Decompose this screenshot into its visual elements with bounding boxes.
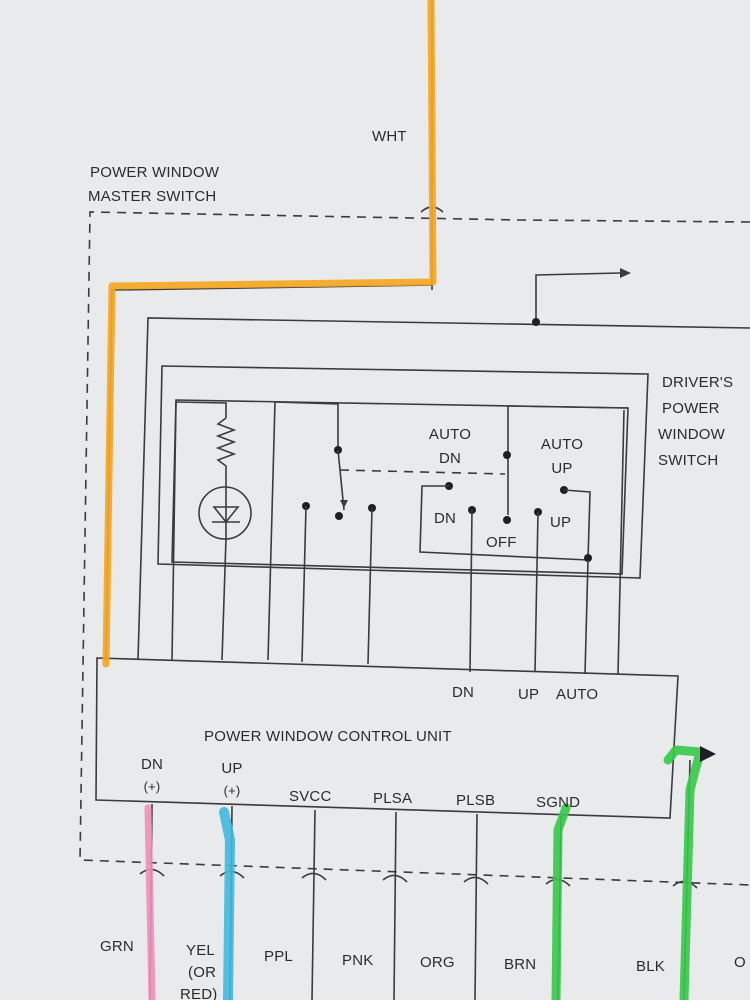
terminal-plsb-name: PLSB: [456, 792, 496, 809]
auto-loop: [419, 485, 589, 561]
wire-pnk-label: PNK: [342, 952, 374, 969]
terminal-up-sub: (+): [223, 783, 241, 798]
terminal-up-name: UP: [221, 760, 243, 777]
auto-up-label-1: AUTO: [540, 436, 584, 453]
auto-up-label-2: UP: [551, 460, 573, 477]
wire-org-label: ORG: [420, 954, 455, 971]
drivers-switch-box: [157, 365, 649, 579]
control-unit-title: POWER WINDOW CONTROL UNIT: [204, 728, 452, 745]
branch-wire: [535, 272, 621, 322]
terminal-plsa-name: PLSA: [373, 790, 413, 807]
up-position-label: UP: [550, 514, 572, 531]
mechanical-link: [339, 469, 506, 475]
mid-switch-frame: [274, 401, 339, 450]
orange-highlight: [102, 0, 437, 668]
terminal-svcc-name: SVCC: [289, 788, 332, 805]
master-switch-label-1: POWER WINDOW: [90, 164, 220, 181]
led-diode: [212, 506, 240, 524]
wire-yel-label-2: (OR: [188, 964, 217, 981]
unit-up-label: UP: [518, 686, 540, 703]
switch-outer-box: [137, 317, 750, 661]
lead: [301, 505, 307, 663]
contact-dot: [503, 451, 511, 459]
wire-yel-label-1: YEL: [186, 942, 215, 959]
drivers-switch-inner: [171, 399, 629, 575]
branch-arrow: [620, 268, 631, 278]
drivers-label-4: SWITCH: [658, 452, 719, 469]
drivers-label-1: DRIVER'S: [662, 374, 734, 391]
drivers-label-2: POWER: [662, 400, 720, 417]
auto-up-loop: [563, 489, 591, 561]
master-switch-label-2: MASTER SWITCH: [88, 188, 217, 205]
wht-label: WHT: [372, 128, 407, 145]
resistor: [215, 417, 237, 488]
resistor-lead: [175, 401, 227, 418]
pink-highlight: [144, 804, 156, 1000]
auto-dn-label-1: AUTO: [428, 426, 472, 443]
wire-grn-label: GRN: [100, 938, 134, 955]
contact-dot: [335, 512, 343, 520]
dn-position-label: DN: [434, 510, 457, 527]
green-highlight-sgnd: [551, 803, 571, 1000]
drivers-label-3: WINDOW: [658, 426, 726, 443]
terminal-dn-sub: (+): [143, 779, 161, 794]
terminal-dn-name: DN: [140, 756, 164, 773]
blue-highlight: [219, 807, 236, 1000]
junction-dot: [584, 554, 592, 562]
green-highlight-blk: [663, 745, 705, 1000]
off-position-label: OFF: [486, 534, 517, 551]
lead: [367, 507, 373, 665]
dn-lead: [469, 509, 473, 673]
wire-yel-label-3: RED): [180, 986, 218, 1000]
mid-left-lead: [267, 401, 276, 661]
wire-ppl-label: PPL: [264, 948, 293, 965]
wire-o-label: O: [734, 954, 746, 971]
wire-blk-label: BLK: [636, 958, 665, 975]
blk-arrow: [700, 746, 716, 762]
blade-arrow: [340, 500, 348, 508]
contact-dot: [534, 508, 542, 516]
wire-brn-label: BRN: [504, 956, 537, 973]
junction-dot: [532, 318, 540, 326]
right-lead: [617, 409, 625, 675]
left-lead: [171, 401, 177, 661]
right-switch-top: [507, 405, 629, 409]
unit-auto-label: AUTO: [556, 686, 599, 703]
unit-dn-label: DN: [452, 684, 475, 701]
auto-dn-label-2: DN: [438, 450, 462, 467]
up-lead: [534, 511, 539, 673]
contact-dot: [503, 516, 511, 524]
led-lead: [221, 537, 227, 661]
auto-lead: [584, 559, 589, 675]
terminal-sgnd-name: SGND: [536, 794, 581, 811]
control-unit-box: [95, 657, 679, 819]
led-circle: [198, 486, 252, 540]
master-switch-boundary: [79, 211, 750, 886]
